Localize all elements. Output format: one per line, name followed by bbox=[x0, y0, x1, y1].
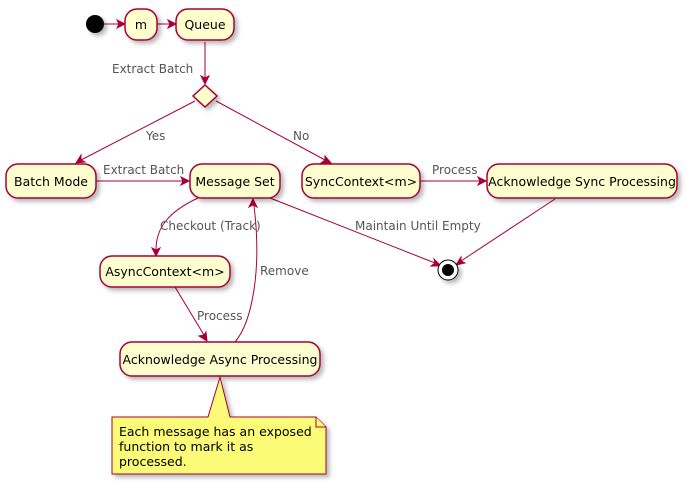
label-no: No bbox=[293, 129, 309, 143]
edge-message-set-to-async-context bbox=[150, 197, 199, 258]
start-node bbox=[86, 15, 104, 33]
edge-sync-context-to-ack-sync bbox=[420, 175, 488, 187]
node-m: m bbox=[124, 8, 158, 41]
edge-batch-mode-to-message-set bbox=[96, 175, 191, 187]
end-node bbox=[437, 259, 459, 281]
node-queue: Queue bbox=[175, 8, 235, 41]
edge-m-to-queue bbox=[157, 18, 178, 30]
node-batch-mode: Batch Mode bbox=[5, 163, 97, 199]
label-remove: Remove bbox=[260, 264, 309, 278]
decision-diamond bbox=[191, 83, 219, 109]
label-process-sync: Process bbox=[432, 163, 478, 177]
label-checkout-track: Checkout (Track) bbox=[160, 219, 261, 233]
label-maintain-until-empty: Maintain Until Empty bbox=[355, 219, 481, 233]
edge-decision-to-batch-mode bbox=[75, 100, 196, 164]
node-ack-async-label: Acknowledge Async Processing bbox=[123, 352, 318, 367]
node-ack-sync: Acknowledge Sync Processing bbox=[486, 163, 678, 199]
edge-decision-to-sync-context bbox=[215, 100, 333, 164]
node-ack-sync-label: Acknowledge Sync Processing bbox=[488, 174, 676, 189]
node-message-set-label: Message Set bbox=[195, 174, 274, 189]
edge-ack-async-to-message-set bbox=[234, 197, 259, 343]
edge-message-set-to-end bbox=[269, 197, 443, 267]
note-line-3: processed. bbox=[119, 454, 187, 469]
node-sync-context: SyncContext<m> bbox=[301, 163, 421, 199]
label-yes: Yes bbox=[145, 129, 165, 143]
node-ack-async: Acknowledge Async Processing bbox=[119, 341, 321, 377]
node-async-context-label: AsyncContext<m> bbox=[105, 264, 224, 279]
note-line-1: Each message has an exposed bbox=[119, 424, 312, 439]
node-message-set: Message Set bbox=[189, 163, 281, 199]
label-process-async: Process bbox=[197, 309, 243, 323]
edge-ack-sync-to-end bbox=[454, 198, 556, 266]
edge-async-context-to-ack-async bbox=[174, 286, 208, 342]
node-sync-context-label: SyncContext<m> bbox=[305, 174, 417, 189]
note bbox=[111, 375, 327, 475]
node-m-label: m bbox=[135, 17, 147, 32]
node-batch-mode-label: Batch Mode bbox=[14, 174, 88, 189]
note-line-2: function to mark it as bbox=[119, 439, 253, 454]
node-queue-label: Queue bbox=[184, 17, 225, 32]
node-async-context: AsyncContext<m> bbox=[99, 255, 231, 288]
label-extract-batch-batch-mode: Extract Batch bbox=[103, 163, 184, 177]
label-extract-batch-queue: Extract Batch bbox=[112, 62, 193, 76]
edge-start-to-m bbox=[103, 18, 127, 30]
edge-queue-to-decision bbox=[199, 42, 211, 86]
